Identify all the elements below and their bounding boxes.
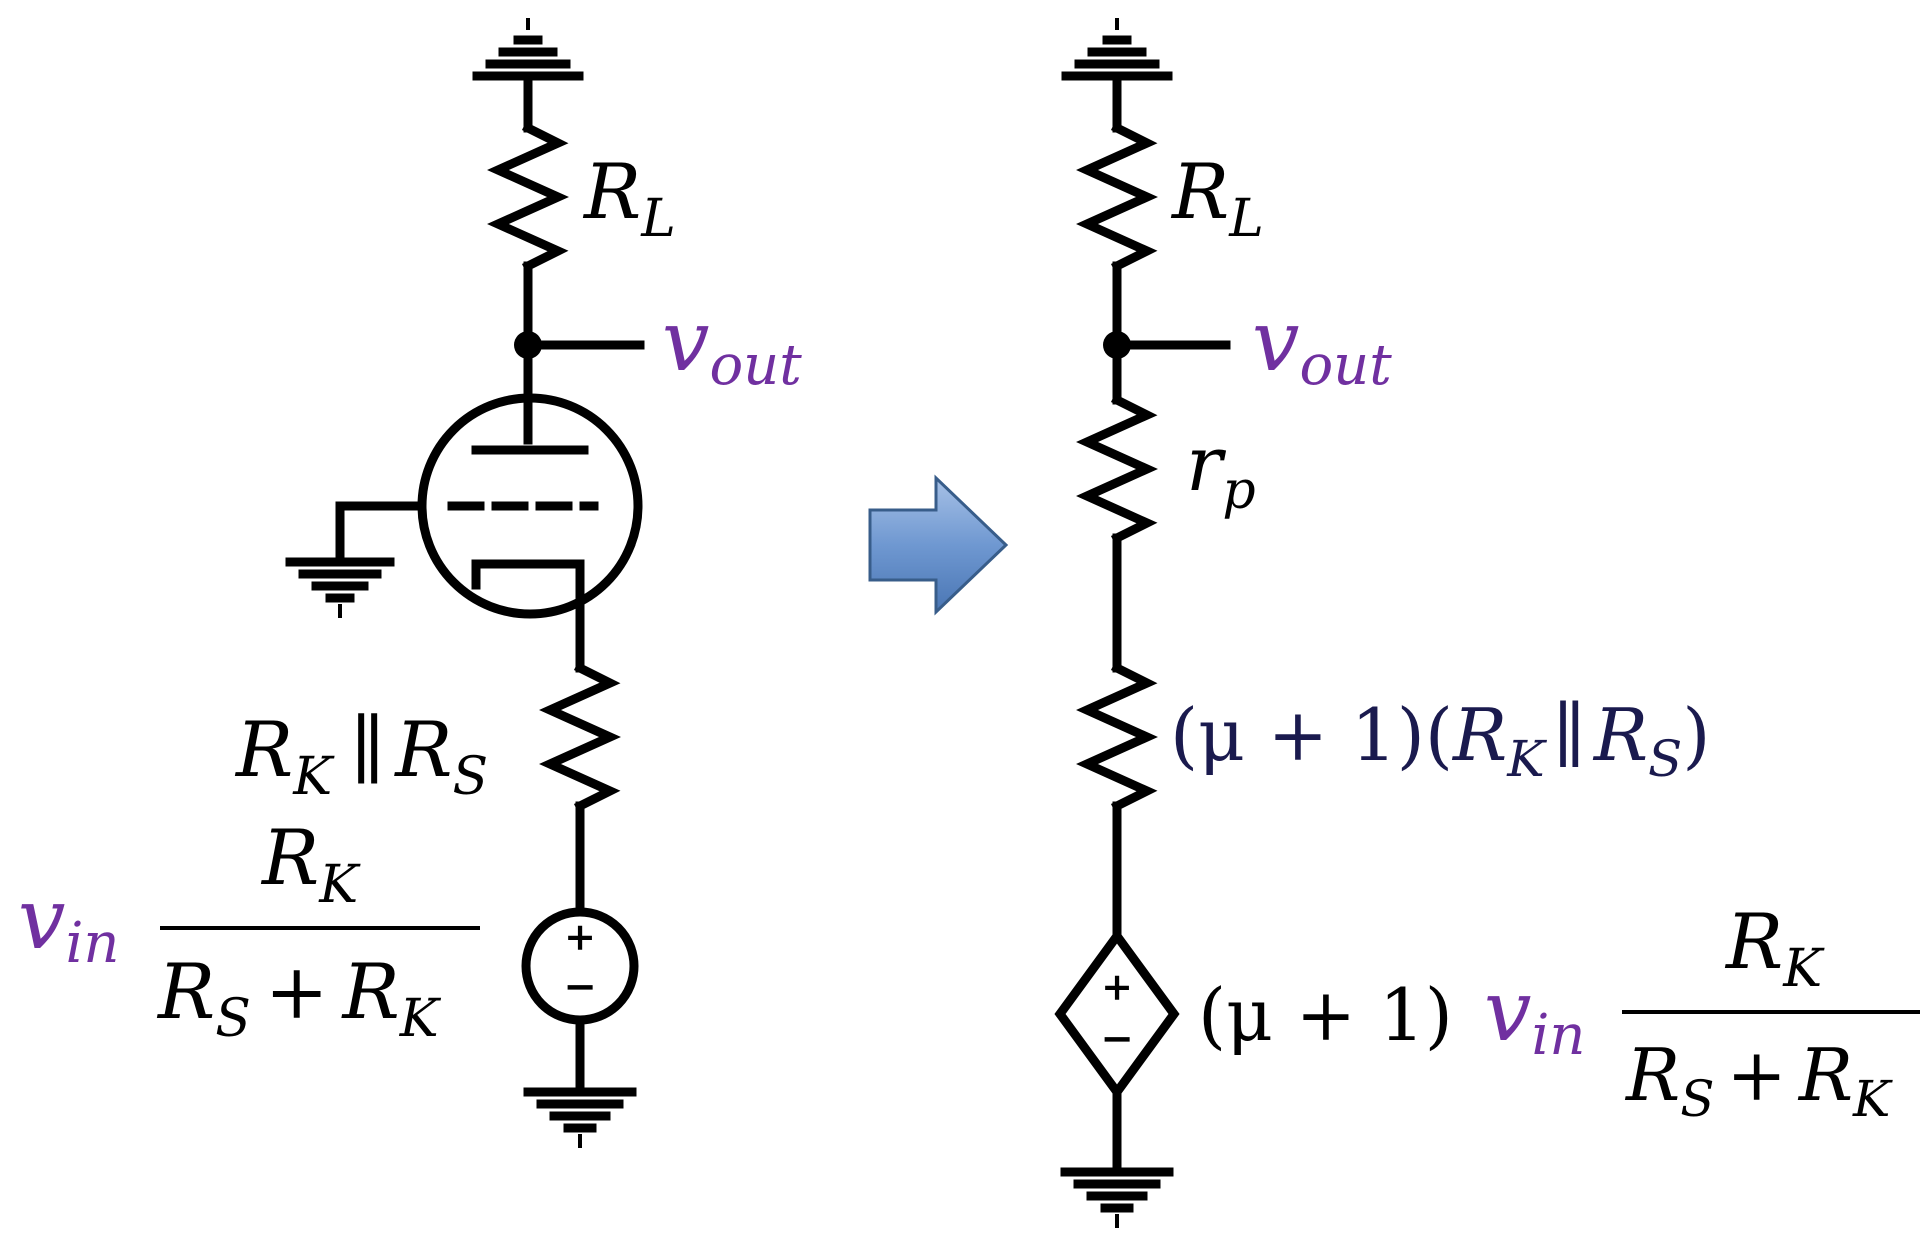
left-voltage-source: + −: [521, 907, 639, 1025]
left-load-resistor-label: RL: [582, 147, 676, 249]
left-cathode-resistor-label: RK∥RS: [234, 705, 488, 807]
right-output-label: vout: [1252, 292, 1392, 398]
dep-source-plus-sign: +: [1101, 964, 1133, 1009]
right-load-resistor-label: RL: [1170, 147, 1264, 249]
left-fraction-denominator: RS+RK: [156, 947, 442, 1049]
dependent-source: + −: [1054, 928, 1180, 1100]
left-load-resistor: [487, 121, 569, 273]
dependent-source-prefix: (μ + 1): [1198, 973, 1453, 1057]
right-cathode-resistor: [1076, 661, 1158, 813]
source-minus-sign: −: [563, 963, 597, 1010]
right-arrow-icon: [868, 474, 1009, 616]
left-grid-ground-icon: [285, 557, 395, 618]
left-cathode-resistor: [539, 661, 621, 813]
right-load-resistor: [1076, 121, 1158, 273]
plate-resistor: [1076, 393, 1158, 545]
left-top-supply-icon: [472, 18, 584, 81]
right-vin-label: vin: [1484, 962, 1585, 1068]
right-bottom-ground-icon: [1060, 1167, 1174, 1228]
right-fraction-numerator: RK: [1724, 897, 1825, 999]
right-top-supply-icon: [1061, 18, 1173, 81]
left-fraction-numerator: RK: [260, 813, 361, 915]
plate-resistor-label: rp: [1186, 419, 1256, 521]
source-plus-sign: +: [564, 914, 596, 959]
left-output-label: vout: [662, 292, 802, 398]
left-bottom-ground-icon: [523, 1087, 637, 1148]
right-fraction-denominator: RS+RK: [1624, 1033, 1893, 1128]
left-circuit: + − RL vout RK∥RS vin RK: [18, 18, 802, 1148]
right-cathode-resistor-label: (μ + 1)(RK∥RS): [1170, 693, 1710, 788]
dep-source-minus-sign: −: [1100, 1015, 1134, 1062]
right-circuit: + − RL vout rp (μ + 1)(RK∥RS) (μ + 1): [1054, 18, 1920, 1228]
left-vin-label: vin: [18, 870, 119, 976]
